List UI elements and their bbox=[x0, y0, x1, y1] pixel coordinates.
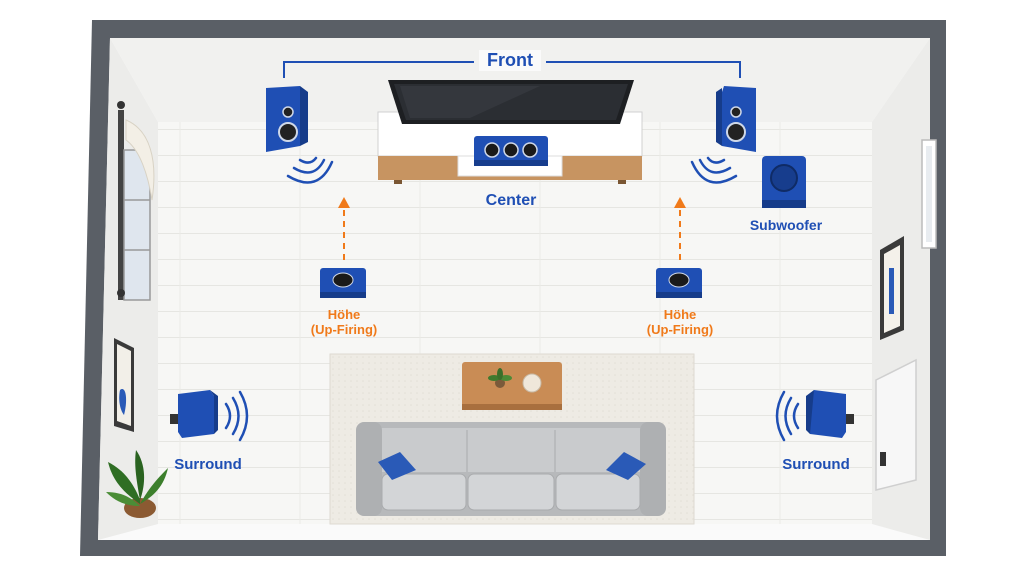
surround-right-speaker-icon bbox=[806, 390, 854, 438]
surround-right-sound-waves bbox=[775, 390, 800, 442]
surround-right-label: Surround bbox=[782, 456, 850, 473]
height-left-label: Höhe (Up-Firing) bbox=[310, 307, 378, 338]
height-right-label: Höhe (Up-Firing) bbox=[646, 307, 714, 338]
front-right-sound-waves bbox=[690, 156, 738, 184]
height-left-label-line1: Höhe bbox=[327, 307, 361, 322]
front-right-speaker-icon bbox=[716, 86, 756, 152]
surround-left-label: Surround bbox=[174, 456, 242, 473]
sofa bbox=[356, 422, 666, 516]
front-left-speaker-icon bbox=[266, 86, 308, 152]
height-right-arrow-icon bbox=[674, 197, 686, 260]
right-window bbox=[921, 139, 937, 249]
height-right-speaker-icon bbox=[656, 268, 702, 298]
right-door bbox=[875, 358, 917, 491]
right-wall-picture bbox=[880, 236, 904, 340]
subwoofer-label: Subwoofer bbox=[749, 217, 823, 233]
cushion-left bbox=[378, 452, 416, 480]
plant-small-icon bbox=[488, 368, 512, 388]
height-right-label-line1: Höhe bbox=[663, 307, 697, 322]
left-window bbox=[117, 101, 155, 301]
height-left-arrow-icon bbox=[338, 197, 350, 260]
height-right-label-line2: (Up-Firing) bbox=[646, 321, 714, 337]
left-wall-picture bbox=[114, 338, 134, 432]
potted-plant-icon bbox=[106, 450, 168, 518]
front-label: Front bbox=[479, 50, 541, 71]
center-speaker-icon bbox=[474, 136, 548, 166]
center-label: Center bbox=[485, 192, 537, 209]
cushion-right bbox=[606, 452, 646, 480]
front-bracket bbox=[283, 61, 741, 78]
surround-left-speaker-icon bbox=[170, 390, 218, 438]
coffee-table bbox=[462, 362, 562, 410]
height-left-speaker-icon bbox=[320, 268, 366, 298]
tv bbox=[388, 80, 634, 124]
height-left-label-line2: (Up-Firing) bbox=[310, 321, 378, 337]
front-left-sound-waves bbox=[286, 156, 334, 184]
surround-left-sound-waves bbox=[224, 390, 249, 442]
subwoofer-icon bbox=[762, 156, 806, 208]
